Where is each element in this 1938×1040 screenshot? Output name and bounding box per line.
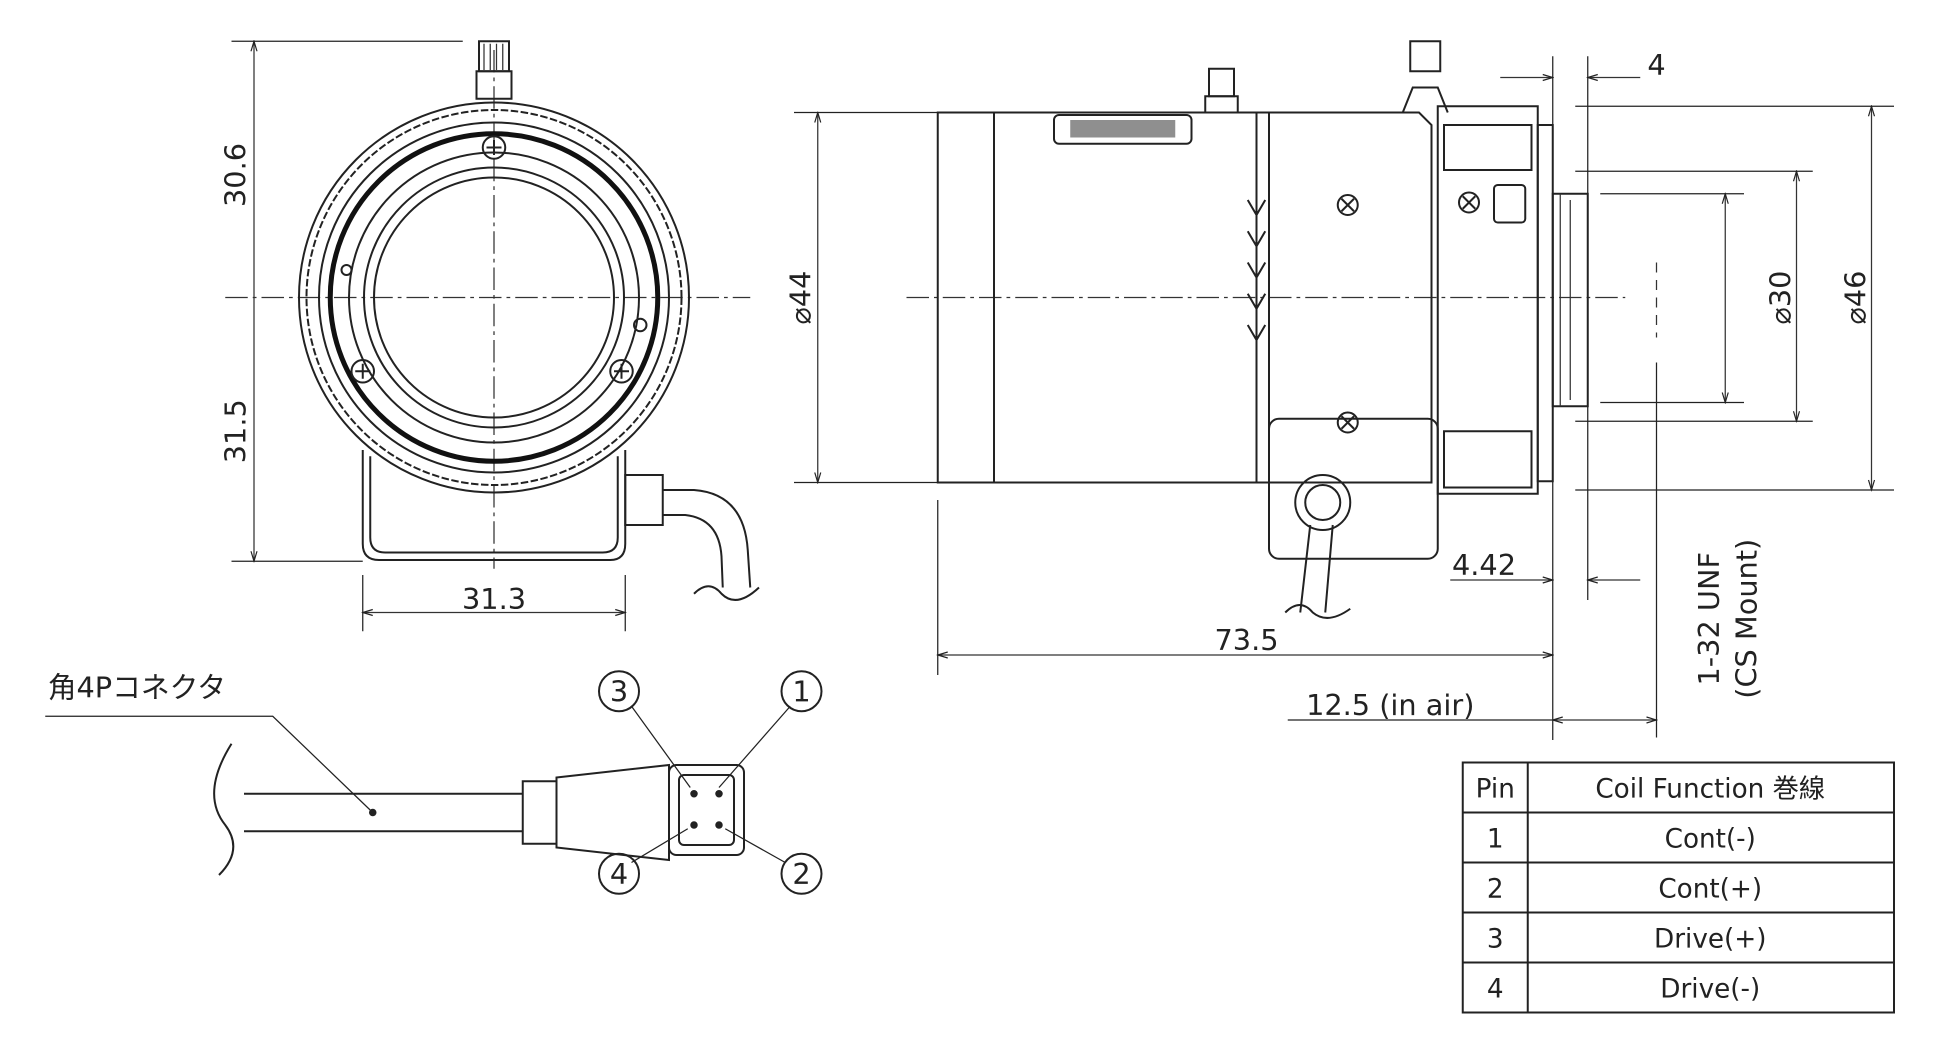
dim-front-width: 31.3 (462, 582, 526, 616)
svg-text:4: 4 (1487, 975, 1504, 1005)
table-row: 4 Drive(-) (1487, 975, 1760, 1005)
dim-length: 73.5 (1214, 623, 1278, 657)
pin-callout-1: 1 (780, 670, 823, 713)
pin-callout-2: 2 (780, 852, 823, 895)
dim-side-diameter: ⌀44 (783, 271, 817, 325)
screw-icon (1336, 411, 1359, 434)
dim-mount-diameter: ⌀30 (1763, 271, 1797, 325)
svg-text:2: 2 (1487, 875, 1504, 905)
svg-text:1: 1 (792, 674, 810, 708)
svg-text:3: 3 (610, 674, 628, 708)
dim-flange: 4 (1647, 48, 1665, 82)
screw-icon (350, 359, 376, 384)
table-row: 1 Cont(-) (1487, 825, 1756, 855)
svg-text:2: 2 (792, 857, 810, 891)
table-header-function: Coil Function 巻線 (1595, 775, 1825, 805)
svg-text:Cont(-): Cont(-) (1665, 825, 1756, 855)
mount-type: (CS Mount) (1730, 539, 1764, 699)
dim-front-top: 30.6 (218, 143, 252, 207)
screw-icon (481, 135, 507, 160)
dim-back-offset: 4.42 (1452, 548, 1516, 582)
screw-icon (1336, 194, 1359, 216)
pin-callout-3: 3 (598, 670, 640, 713)
table-row: 3 Drive(+) (1487, 925, 1767, 955)
svg-text:Drive(+): Drive(+) (1654, 925, 1766, 955)
svg-text:1: 1 (1487, 825, 1504, 855)
side-view: ⌀44 4 ⌀46 (783, 40, 1894, 740)
dim-front-bottom: 31.5 (218, 399, 252, 463)
svg-text:4: 4 (610, 857, 628, 891)
table-row: 2 Cont(+) (1487, 875, 1762, 905)
mount-thread: 1-32 UNF (1692, 552, 1726, 685)
connector-label: 角4Pコネクタ (48, 671, 226, 705)
pin-callout-4: 4 (598, 852, 640, 895)
connector-view: 角4Pコネクタ 1 2 3 4 (45, 670, 823, 895)
dim-back-focus: 12.5 (in air) (1306, 688, 1474, 722)
dim-rear-diameter: ⌀46 (1838, 271, 1872, 325)
pin-table: Pin Coil Function 巻線 1 Cont(-) 2 Cont(+) 3… (1461, 761, 1895, 1014)
svg-text:Drive(-): Drive(-) (1660, 975, 1760, 1005)
table-header-pin: Pin (1476, 775, 1515, 805)
screw-icon (1458, 191, 1480, 214)
svg-text:3: 3 (1487, 925, 1504, 955)
front-view: 30.6 31.5 31.3 (218, 41, 760, 632)
screw-icon (609, 359, 634, 384)
svg-text:Cont(+): Cont(+) (1658, 875, 1762, 905)
